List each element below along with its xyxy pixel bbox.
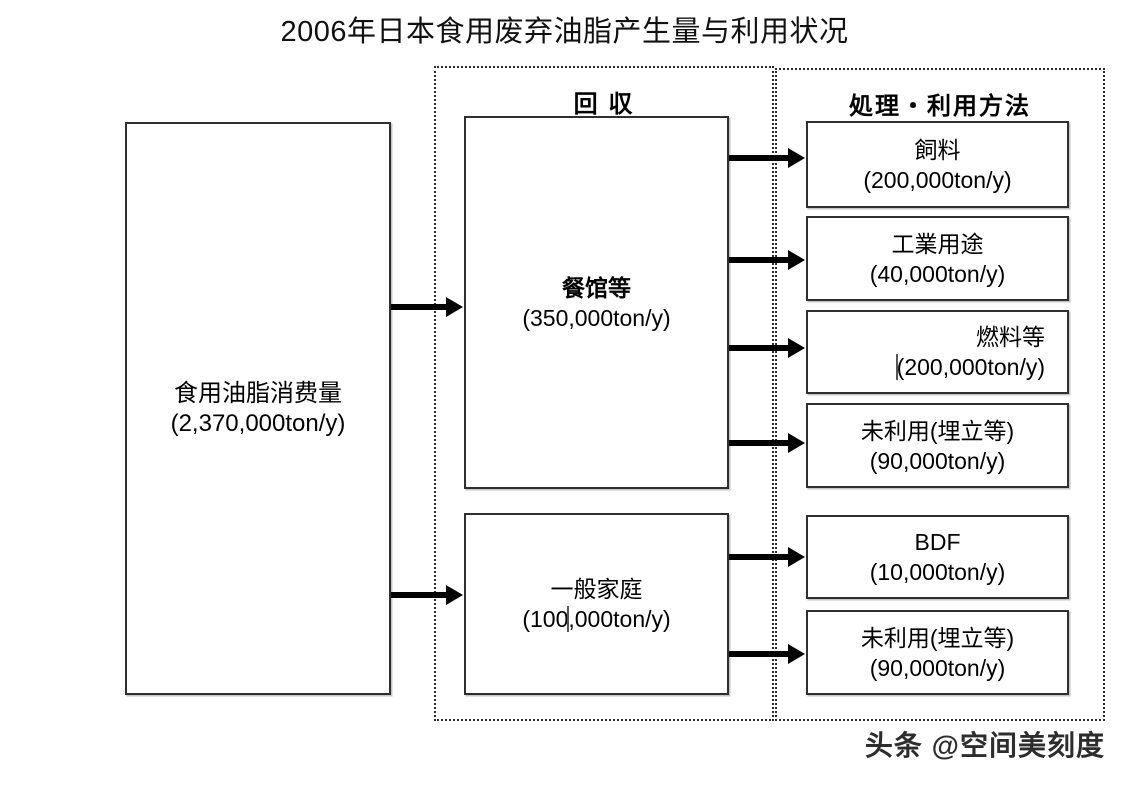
box-fuel-value: (200,000ton/y) [895,352,1045,382]
group-use-title: 処理・利用方法 [849,93,1031,120]
box-household-value-pre: (100 [522,606,569,632]
arrow-household-to-unused [729,644,805,664]
group-use: 処理・利用方法 [775,68,1105,721]
box-bdf[interactable]: BDF (10,000ton/y) [806,515,1069,599]
box-household-label: 一般家庭 [550,576,643,602]
box-bdf-label: BDF [914,529,961,555]
group-recovery: 回 収 [434,66,774,721]
watermark: 头条 @空间美刻度 [864,730,1105,761]
box-industrial-value: (40,000ton/y) [869,260,1006,287]
box-household-value-post: ,000ton/y) [568,606,671,632]
box-household-value: (100,000ton/y) [522,604,671,634]
box-unused-household-value: (90,000ton/y) [869,654,1006,681]
box-restaurant[interactable]: 餐馆等 (350,000ton/y) [464,116,729,489]
text-caret [567,606,570,632]
box-unused-restaurant-value: (90,000ton/y) [869,447,1006,474]
box-industrial-label: 工業用途 [891,230,984,257]
box-unused-household[interactable]: 未利用(埋立等) (90,000ton/y) [806,610,1069,695]
box-fuel[interactable]: 燃料等 (200,000ton/y) [806,310,1069,394]
box-industrial[interactable]: 工業用途 (40,000ton/y) [806,216,1069,301]
box-household[interactable]: 一般家庭 (100,000ton/y) [464,513,729,695]
box-consumption-label: 食用油脂消费量 [174,379,342,407]
box-feed-label: 飼料 [914,136,961,163]
arrow-restaurant-to-industrial [729,250,805,270]
group-recovery-title: 回 収 [573,91,635,118]
box-feed-value: (200,000ton/y) [863,166,1012,193]
arrow-restaurant-to-fuel [729,338,805,358]
box-unused-household-label: 未利用(埋立等) [860,624,1015,651]
arrow-restaurant-to-unused [729,433,805,453]
box-consumption-value: (2,370,000ton/y) [170,409,346,437]
box-unused-restaurant[interactable]: 未利用(埋立等) (90,000ton/y) [806,403,1069,488]
arrow-consumption-to-household [391,585,463,605]
text-caret [895,354,898,380]
box-unused-restaurant-label: 未利用(埋立等) [860,417,1015,444]
box-fuel-label: 燃料等 [976,324,1045,350]
arrow-consumption-to-restaurant [391,297,463,317]
box-fuel-value-text: (200,000ton/y) [896,354,1045,380]
box-consumption[interactable]: 食用油脂消费量 (2,370,000ton/y) [125,122,391,695]
arrow-household-to-bdf [729,547,805,567]
arrow-restaurant-to-feed [729,148,805,168]
box-feed[interactable]: 飼料 (200,000ton/y) [806,121,1069,208]
box-bdf-value: (10,000ton/y) [869,559,1006,585]
box-restaurant-label: 餐馆等 [562,274,631,301]
page-title: 2006年日本食用废弃油脂产生量与利用状况 [280,16,849,48]
box-restaurant-value: (350,000ton/y) [522,304,671,331]
